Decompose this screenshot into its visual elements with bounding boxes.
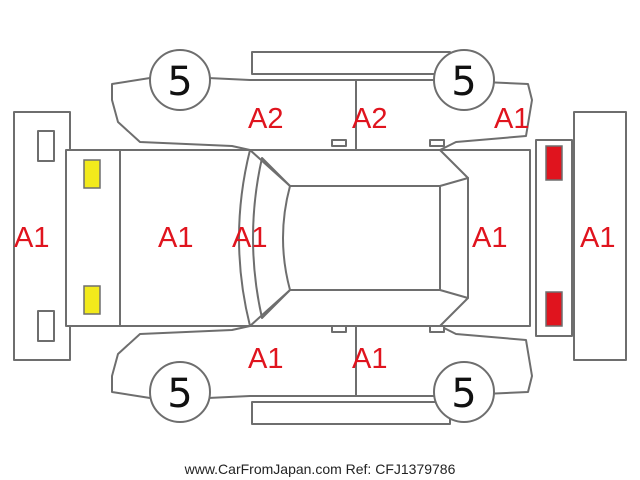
top-side-skirt [251, 51, 451, 75]
code-rear-bumper: A1 [580, 222, 615, 254]
windshield-outline [238, 149, 251, 327]
front-pillar-top [249, 149, 291, 187]
top-side-panel [111, 77, 533, 151]
front-bumper [13, 111, 71, 361]
taillight-bottom [545, 291, 563, 327]
code-front-bumper: A1 [14, 222, 49, 254]
bottom-side-skirt [251, 401, 451, 425]
code-bottom-door-rear: A1 [352, 343, 387, 375]
code-top-door-rear: A2 [352, 103, 387, 135]
bottom-side-panel [111, 325, 533, 399]
rear-window-outline [439, 149, 469, 327]
tire-rear-right: 5 [433, 361, 495, 423]
top-door-handle-front [331, 139, 347, 147]
front-bumper-slot-bottom [37, 310, 55, 342]
code-rear-window: A1 [472, 222, 507, 254]
tire-rear-left-number: 5 [451, 59, 476, 105]
headlight-top [83, 159, 101, 189]
code-hood: A1 [158, 222, 193, 254]
rear-pillar-top [439, 177, 469, 187]
code-top-quarter: A1 [494, 103, 529, 135]
main-body [65, 149, 531, 327]
tire-front-left: 5 [149, 49, 211, 111]
rear-bumper [573, 111, 627, 361]
front-bumper-slot-top [37, 130, 55, 162]
tire-front-left-number: 5 [167, 59, 192, 105]
tire-rear-left: 5 [433, 49, 495, 111]
tire-front-right-number: 5 [167, 371, 192, 417]
footer-reference: www.CarFromJapan.com Ref: CFJ1379786 [184, 461, 456, 477]
tire-front-right: 5 [149, 361, 211, 423]
rear-pillar-bottom [439, 289, 469, 299]
top-door-handle-rear [429, 139, 445, 147]
headlight-bottom [83, 285, 101, 315]
front-pillar-bottom [249, 289, 291, 327]
windshield-inner [252, 157, 291, 319]
code-windshield: A1 [232, 222, 267, 254]
roof-outline [289, 185, 441, 291]
taillight-top [545, 145, 563, 181]
code-top-door-front: A2 [248, 103, 283, 135]
code-bottom-door-front: A1 [248, 343, 283, 375]
tire-rear-right-number: 5 [451, 371, 476, 417]
